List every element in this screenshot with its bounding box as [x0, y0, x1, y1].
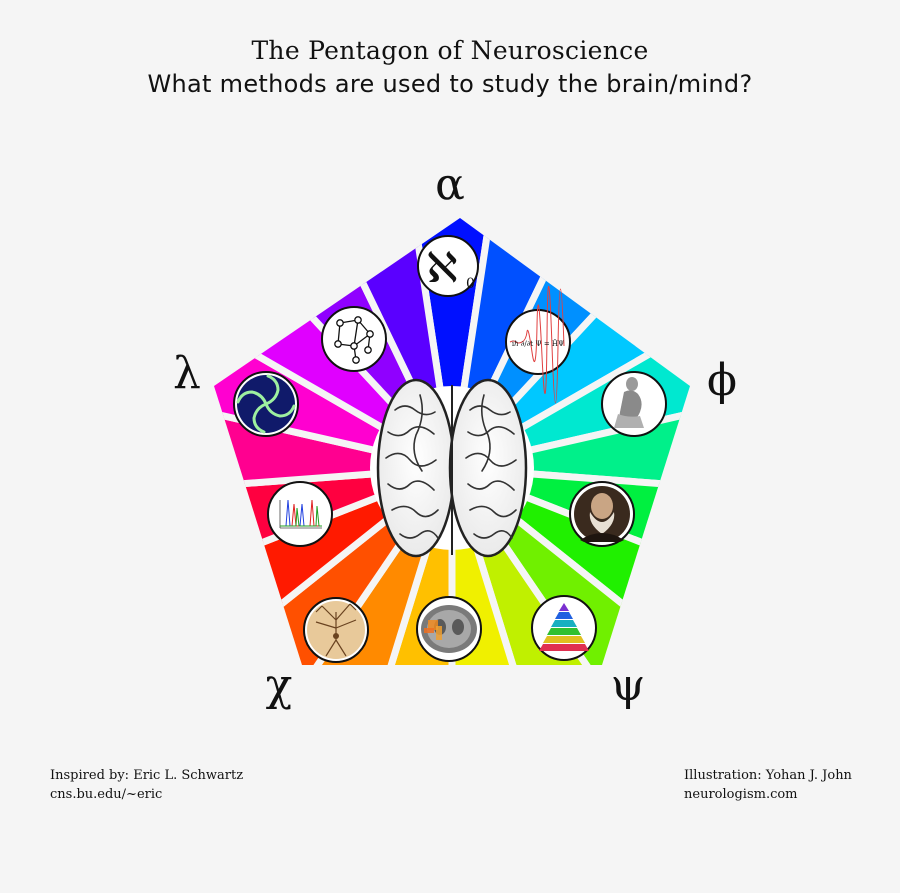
inspired-url-text: cns.bu.edu/~eric: [50, 787, 163, 802]
title-line-1: The Pentagon of Neuroscience: [251, 36, 649, 65]
svg-text:iℏ ∂/∂t Ψ = ĤΨ: iℏ ∂/∂t Ψ = ĤΨ: [512, 339, 564, 348]
illustration-by-text: Illustration: Yohan J. John: [684, 768, 852, 783]
title-line-2: What methods are used to study the brain…: [147, 70, 753, 98]
maslow-pyramid-icon: [531, 595, 597, 661]
graph-network-icon: [321, 306, 387, 372]
neuron-drawing-icon: [303, 597, 369, 663]
svg-text:0: 0: [466, 276, 475, 292]
illustration-url-text: neurologism.com: [684, 787, 798, 802]
svg-text:ℵ: ℵ: [426, 243, 457, 292]
aleph-icon: ℵ 0: [417, 235, 479, 297]
vertex-label-psi: ψ: [611, 660, 646, 711]
vertex-label-phi: ϕ: [707, 355, 737, 406]
brain-mri-icon: [416, 596, 482, 662]
spike-plot-icon: [267, 481, 333, 547]
credits-inspired: Inspired by: Eric L. Schwartz cns.bu.edu…: [50, 766, 243, 804]
thinker-statue-icon: [601, 371, 667, 437]
portrait-photo-icon: [569, 481, 635, 547]
brain-illustration: [370, 378, 534, 558]
vertex-label-alpha: α: [435, 159, 465, 210]
vertex-label-chi: χ: [266, 660, 293, 711]
vertex-label-lambda: λ: [173, 348, 201, 399]
credits-illustration: Illustration: Yohan J. John neurologism.…: [684, 766, 852, 804]
schrodinger-equation-icon: iℏ ∂/∂t Ψ = ĤΨ: [505, 285, 571, 404]
spiral-wave-icon: [233, 371, 299, 437]
inspired-by-text: Inspired by: Eric L. Schwartz: [50, 768, 244, 783]
